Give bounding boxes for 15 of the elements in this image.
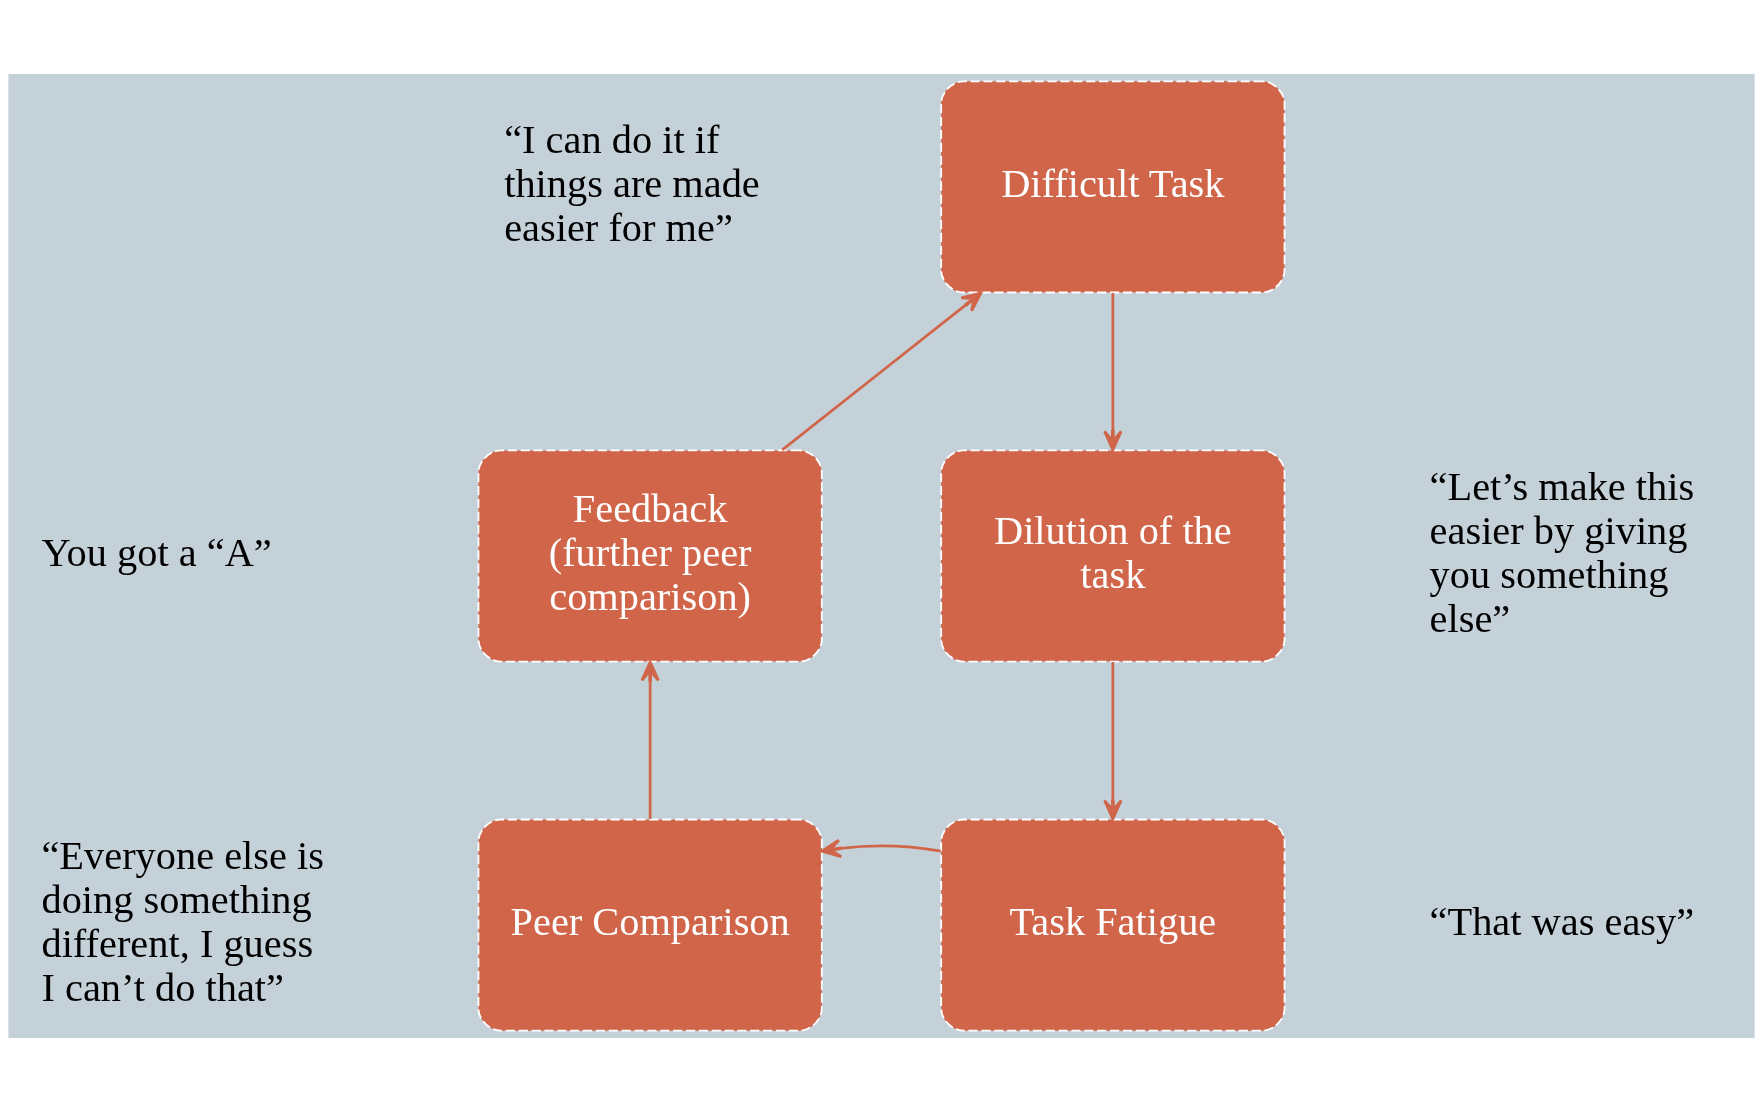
label: You got a “A” (41, 530, 272, 576)
node-box: Feedback (further peer comparison) (477, 449, 823, 663)
label: “I can do it if things are made easier for me” (504, 117, 760, 251)
arrow (1103, 293, 1123, 452)
arrow (781, 291, 983, 451)
node-box: Task Fatigue (940, 818, 1286, 1032)
arrow (820, 838, 941, 858)
node-box: Difficult Task (940, 80, 1286, 294)
node-box: Dilution of the task (940, 449, 1286, 663)
node-label: “Everyone else is doing something different, I guess I can’t do that” (41, 833, 324, 1011)
node-label: “Let’s make this easier by giving you something else” (1429, 464, 1695, 642)
arrow (640, 660, 660, 819)
node-label: “That was easy” (1429, 899, 1695, 945)
arrow (1103, 662, 1123, 821)
node-box: Peer Comparison (477, 818, 823, 1032)
